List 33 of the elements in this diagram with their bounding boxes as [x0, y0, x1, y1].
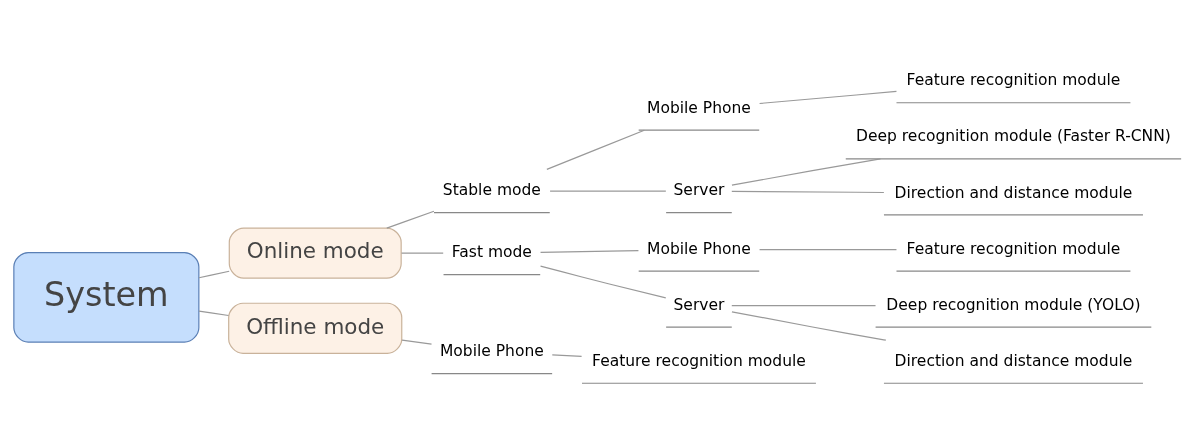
- node-text: Stable mode: [442, 181, 541, 200]
- node-text: Deep recognition module (Faster R-CNN): [856, 127, 1171, 146]
- connector: [539, 265, 667, 299]
- connector: [759, 90, 898, 105]
- connector: [401, 339, 433, 345]
- connector: [549, 190, 667, 192]
- connector: [198, 310, 230, 317]
- node-text: Mobile Phone: [647, 98, 751, 117]
- connector: [400, 252, 444, 254]
- node-box: System: [13, 251, 200, 343]
- connector: [551, 354, 583, 357]
- connector: [731, 311, 887, 341]
- node-text: Mobile Phone: [647, 239, 751, 258]
- node-box: Online mode: [228, 227, 402, 279]
- connector: [731, 190, 885, 194]
- connector: [386, 210, 435, 229]
- connector: [198, 270, 230, 279]
- connector: [546, 129, 645, 171]
- node-text: Mobile Phone: [439, 342, 544, 361]
- node-text: Feature recognition module: [906, 71, 1121, 90]
- connector: [731, 158, 882, 186]
- node-text: Direction and distance module: [894, 183, 1133, 202]
- node-text: Direction and distance module: [894, 351, 1133, 370]
- node-text: Feature recognition module: [592, 351, 806, 370]
- node-text: Feature recognition module: [906, 239, 1121, 258]
- connector: [759, 248, 898, 251]
- node-text: Fast mode: [451, 243, 532, 262]
- node-text: Deep recognition module (YOLO): [886, 295, 1141, 314]
- connector: [539, 250, 640, 253]
- node-box: Offline mode: [228, 302, 403, 354]
- node-text: Server: [673, 181, 725, 200]
- connector: [731, 305, 877, 307]
- node-text: Server: [673, 295, 725, 314]
